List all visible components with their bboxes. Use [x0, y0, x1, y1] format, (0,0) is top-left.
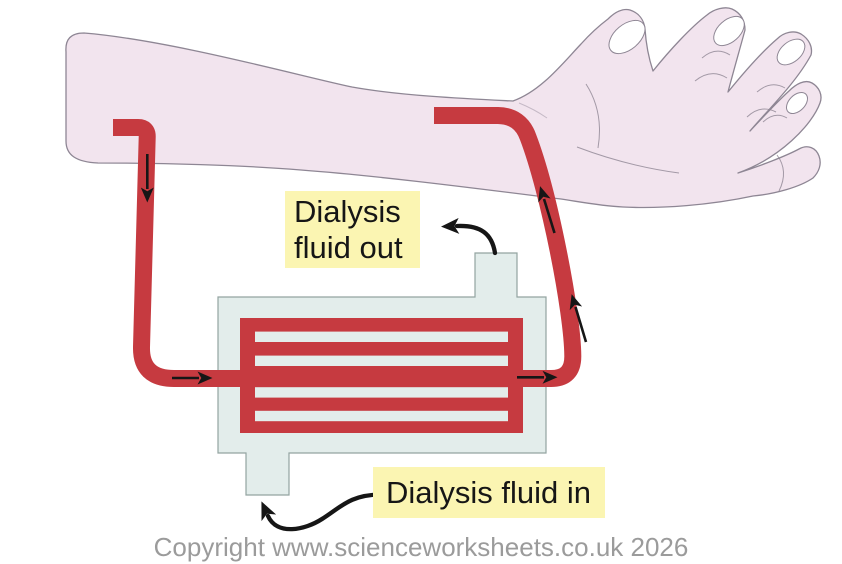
dialysis-fluid-out-arrow: [441, 217, 498, 256]
coil-gap: [255, 387, 508, 398]
blood-tube-from-arm: [113, 119, 247, 387]
palm-crease: [576, 146, 680, 174]
thumb-crease: [776, 154, 784, 192]
finger-crease: [701, 50, 731, 59]
finger-crease: [694, 73, 728, 82]
fluid-out-label-line1: Dialysis: [294, 194, 401, 229]
fluid-in-label: Dialysis fluid in: [373, 467, 606, 518]
finger-crease: [746, 108, 777, 118]
copyright-text: Copyright www.scienceworksheets.co.uk 20…: [153, 532, 689, 562]
finger-crease: [756, 84, 786, 93]
coil-gap: [255, 331, 508, 342]
fluid-out-label-line2: fluid out: [294, 230, 403, 265]
flow-arrow-up-upper: [538, 186, 556, 234]
wrist-crease: [518, 102, 548, 119]
fingernail-ring: [776, 38, 806, 66]
coil-gap: [255, 410, 508, 422]
fingernail-index: [608, 19, 646, 55]
blood-tube-to-arm: [434, 107, 582, 387]
fingernail-little: [786, 92, 808, 114]
palm-crease: [585, 83, 600, 149]
fluid-out-label: Dialysis fluid out: [285, 191, 420, 268]
dialysis-fluid-in-arrow: [261, 492, 394, 532]
coil-gap: [255, 355, 508, 366]
finger-crease: [762, 114, 788, 123]
fingernail-middle: [713, 15, 745, 47]
flow-arrow-up-lower: [569, 294, 588, 343]
